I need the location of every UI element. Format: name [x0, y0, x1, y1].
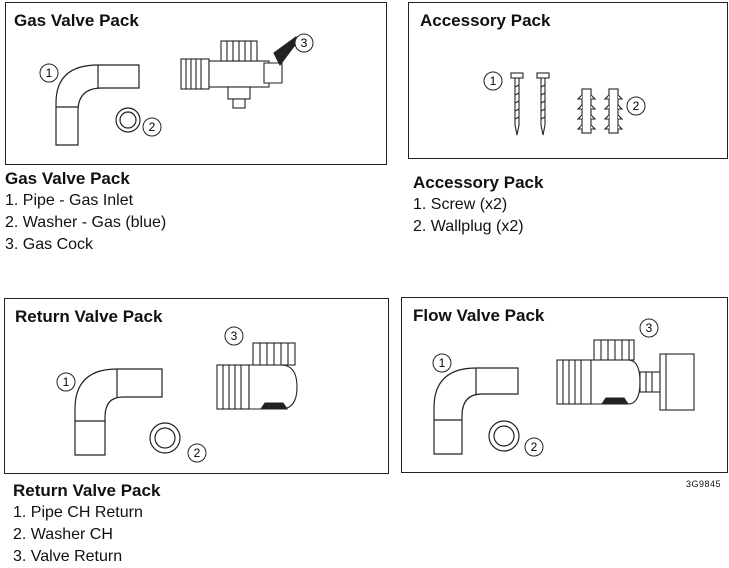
screw-icon	[536, 72, 550, 136]
return-valve	[216, 342, 298, 410]
return-legend-title: Return Valve Pack	[13, 481, 161, 500]
return-valve-pack-drawing: 1 2 3	[56, 326, 298, 463]
svg-text:3: 3	[646, 321, 653, 335]
return-panel-title: Return Valve Pack	[15, 307, 163, 326]
return-legend-item: 2. Washer CH	[13, 526, 113, 543]
svg-text:3: 3	[301, 36, 308, 50]
flow-callout-3: 3	[639, 318, 659, 338]
gas-callout-3: 3	[294, 33, 314, 53]
gas-valve-pack-legend: Gas Valve Pack 1. Pipe - Gas Inlet 2. Wa…	[5, 168, 166, 256]
flow-panel-title: Flow Valve Pack	[413, 306, 545, 325]
return-legend-item: 3. Valve Return	[13, 548, 123, 565]
gas-panel-title: Gas Valve Pack	[14, 11, 139, 30]
wallplug-icon	[576, 88, 597, 134]
flow-callout-1: 1	[432, 353, 452, 373]
accessory-pack-legend: Accessory Pack 1. Screw (x2) 2. Wallplug…	[413, 172, 543, 238]
gas-callout-1: 1	[39, 63, 59, 83]
gas-legend-item: 2. Washer - Gas (blue)	[5, 214, 167, 231]
svg-text:2: 2	[194, 446, 201, 460]
accessory-legend-item: 1. Screw (x2)	[413, 196, 508, 213]
svg-text:1: 1	[490, 74, 497, 88]
gas-valve-pack-panel: Gas Valve Pack	[5, 2, 387, 165]
flow-valve-pack-drawing: 1 2 3	[432, 318, 695, 457]
gas-legend-item: 3. Gas Cock	[5, 236, 94, 253]
ch-return-pipe	[74, 368, 163, 456]
accessory-callout-2: 2	[626, 96, 646, 116]
return-legend-item: 1. Pipe CH Return	[13, 504, 143, 521]
svg-text:2: 2	[149, 120, 156, 134]
accessory-pack-panel: Accessory Pack	[408, 2, 728, 159]
svg-text:2: 2	[531, 440, 538, 454]
svg-text:1: 1	[46, 66, 53, 80]
screw-icon	[510, 72, 524, 136]
return-valve-pack-legend: Return Valve Pack 1. Pipe CH Return 2. W…	[13, 480, 160, 568]
accessory-legend-item: 2. Wallplug (x2)	[413, 218, 524, 235]
reference-code: 3G9845	[685, 479, 721, 489]
return-callout-3: 3	[224, 326, 244, 346]
svg-text:2: 2	[633, 99, 640, 113]
svg-text:3: 3	[231, 329, 238, 343]
gas-legend-item: 1. Pipe - Gas Inlet	[5, 192, 134, 209]
flow-valve	[556, 339, 695, 411]
accessory-callout-1: 1	[483, 71, 503, 91]
gas-washer	[115, 107, 141, 133]
gas-callout-2: 2	[142, 117, 162, 137]
return-valve-pack-panel: Return Valve Pack 1	[4, 298, 389, 474]
svg-text:1: 1	[63, 375, 70, 389]
flow-callout-2: 2	[524, 437, 544, 457]
flow-pipe	[433, 367, 519, 455]
flow-valve-pack-panel: Flow Valve Pack	[401, 297, 728, 473]
gas-legend-title: Gas Valve Pack	[5, 169, 130, 188]
accessory-panel-title: Accessory Pack	[420, 11, 551, 30]
gas-inlet-pipe	[55, 64, 140, 146]
svg-text:1: 1	[439, 356, 446, 370]
ch-washer	[149, 422, 181, 454]
accessory-legend-title: Accessory Pack	[413, 173, 544, 192]
return-callout-2: 2	[187, 443, 207, 463]
return-callout-1: 1	[56, 372, 76, 392]
flow-washer	[488, 420, 520, 452]
gas-cock	[180, 36, 299, 109]
gas-valve-pack-drawing: 1 2 3	[39, 33, 314, 146]
wallplug-icon	[603, 88, 624, 134]
accessory-pack-drawing: 1 2	[483, 71, 646, 136]
